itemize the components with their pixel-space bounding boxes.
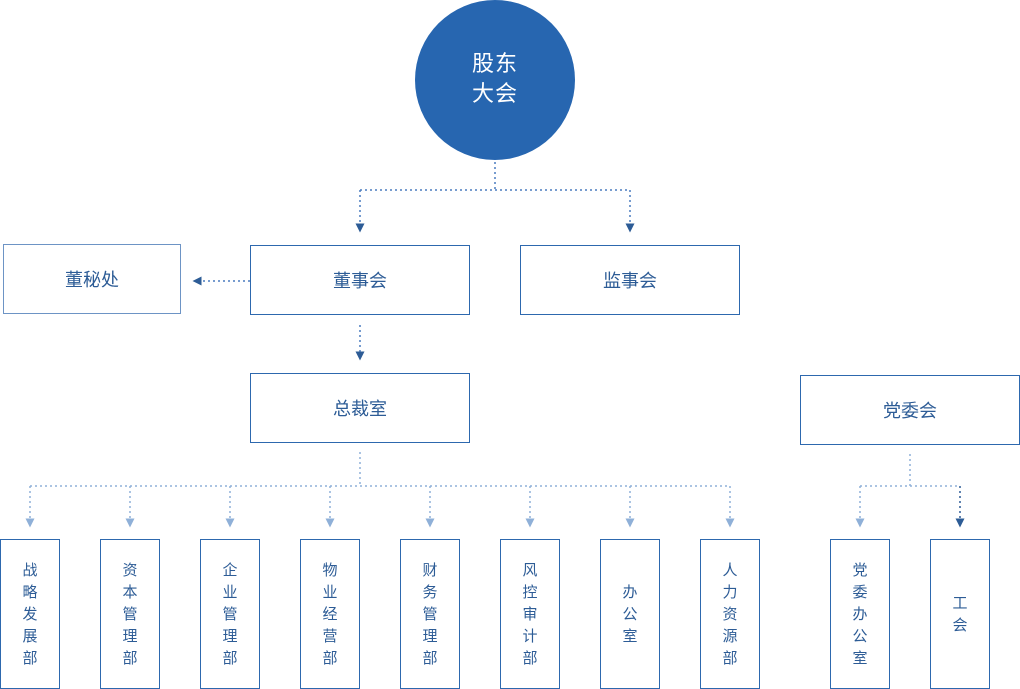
party-committee-node: 党委会 bbox=[800, 375, 1020, 445]
secretary-office-label: 董秘处 bbox=[65, 270, 119, 291]
party-committee-label: 党委会 bbox=[883, 401, 937, 422]
department-label: 战略发展部 bbox=[22, 561, 38, 667]
department-label: 物业经营部 bbox=[322, 561, 338, 667]
department-label: 财务管理部 bbox=[422, 561, 438, 667]
department-node: 人力资源部 bbox=[700, 539, 760, 689]
party-department-label: 工会 bbox=[952, 594, 968, 634]
shareholders-meeting-node: 股东 大会 bbox=[415, 0, 575, 160]
board-of-directors-label: 董事会 bbox=[333, 271, 387, 292]
president-office-label: 总裁室 bbox=[333, 399, 387, 420]
supervisory-board-label: 监事会 bbox=[603, 271, 657, 292]
department-node: 企业管理部 bbox=[200, 539, 260, 689]
party-department-node: 工会 bbox=[930, 539, 990, 689]
secretary-office-node: 董秘处 bbox=[3, 244, 181, 314]
department-node: 物业经营部 bbox=[300, 539, 360, 689]
department-label: 企业管理部 bbox=[222, 561, 238, 667]
department-node: 办公室 bbox=[600, 539, 660, 689]
party-department-node: 党委办公室 bbox=[830, 539, 890, 689]
party-department-label: 党委办公室 bbox=[852, 561, 868, 667]
president-office-node: 总裁室 bbox=[250, 373, 470, 443]
department-node: 资本管理部 bbox=[100, 539, 160, 689]
department-label: 资本管理部 bbox=[122, 561, 138, 667]
supervisory-board-node: 监事会 bbox=[520, 245, 740, 315]
department-label: 人力资源部 bbox=[722, 561, 738, 667]
board-of-directors-node: 董事会 bbox=[250, 245, 470, 315]
department-node: 风控审计部 bbox=[500, 539, 560, 689]
department-label: 办公室 bbox=[622, 583, 638, 645]
department-node: 财务管理部 bbox=[400, 539, 460, 689]
department-label: 风控审计部 bbox=[522, 561, 538, 667]
department-node: 战略发展部 bbox=[0, 539, 60, 689]
